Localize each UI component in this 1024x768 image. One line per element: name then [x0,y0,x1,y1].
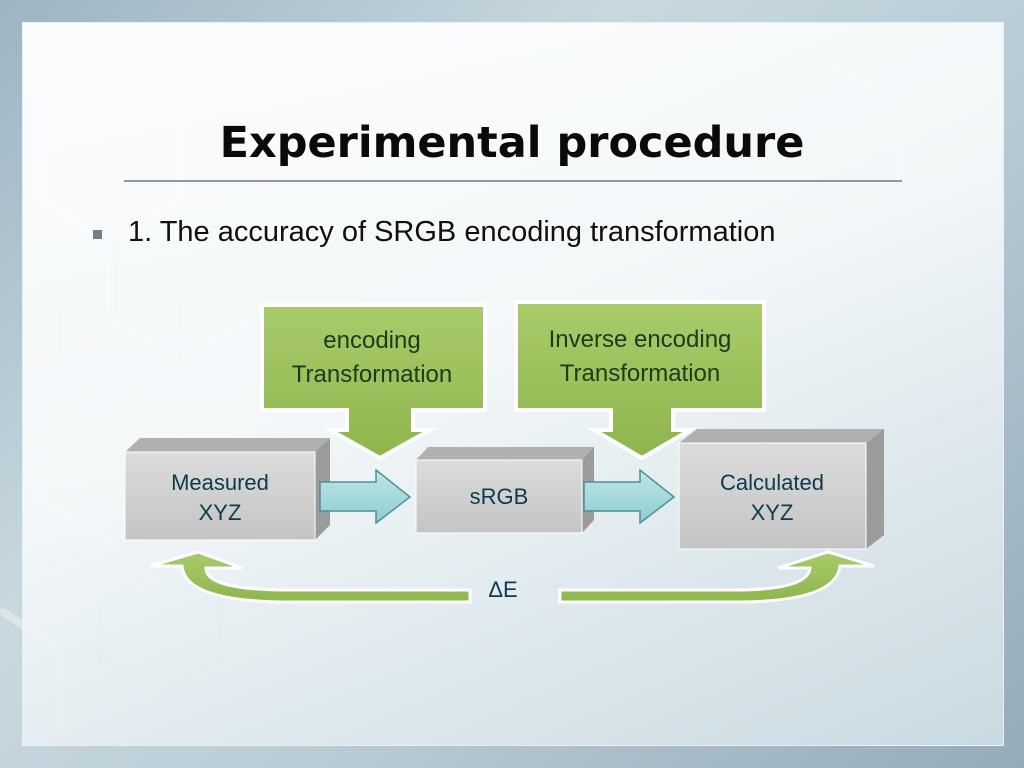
slide-panel [22,22,1004,746]
delta-e-label: ΔE [488,577,517,602]
slide-title: Experimental procedure [219,118,805,168]
measured-label-line2: XYZ [199,500,242,525]
arrow-measured-to-srgb [319,468,412,525]
encoding-label-line2: Transformation [292,361,453,388]
srgb-label: sRGB [470,484,529,509]
arrow-srgb-to-calculated [583,468,676,525]
calculated-label-line1: Calculated [720,470,824,495]
measured-xyz-block: Measured XYZ [124,438,330,541]
srgb-block: sRGB [415,447,594,534]
inverse-encoding-transformation-callout: Inverse encoding Transformation [514,300,766,461]
bullet-text: 1. The accuracy of SRGB encoding transfo… [128,216,776,248]
encoding-label-line1: encoding [323,327,420,354]
delta-e-comparison-arrows [149,550,875,604]
inverse-label-line1: Inverse encoding [549,326,732,353]
calculated-label-line2: XYZ [751,500,794,525]
calculated-xyz-block: Calculated XYZ [678,429,884,550]
bullet-square-icon [93,230,102,239]
encoding-transformation-callout: encoding Transformation [260,303,487,461]
title-underline [124,180,902,182]
measured-label-line1: Measured [171,470,269,495]
inverse-label-line2: Transformation [560,360,721,387]
